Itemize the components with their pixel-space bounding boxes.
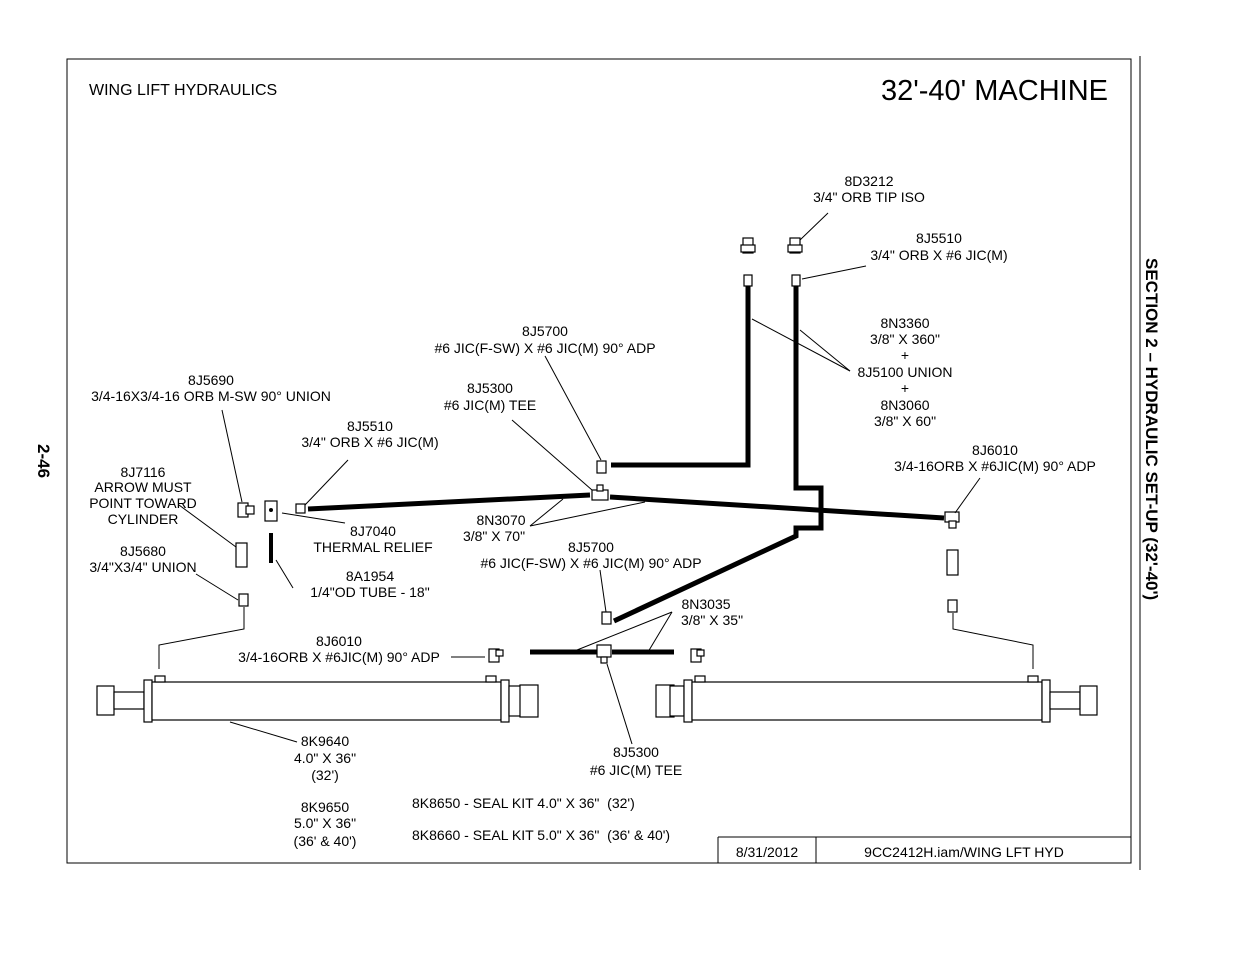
hose-8n3070-right [609,494,945,521]
svg-text:8K9640: 8K9640 [301,733,349,749]
svg-text:8D3212: 8D3212 [844,173,893,189]
elbow-adapter-icon [488,460,960,663]
svg-text:3/4" ORB TIP ISO: 3/4" ORB TIP ISO [813,189,925,205]
svg-text:ARROW MUST: ARROW MUST [94,479,192,495]
svg-text:8J5680: 8J5680 [120,543,166,559]
svg-text:+: + [901,347,909,363]
hose-8n3070-left [307,492,591,512]
label-8j6010-right: 8J6010 3/4-16ORB X #6JIC(M) 90° ADP [894,442,1096,474]
svg-text:8J5510: 8J5510 [347,418,393,434]
svg-text:3/4-16ORB X #6JIC(M) 90° ADP: 3/4-16ORB X #6JIC(M) 90° ADP [894,458,1096,474]
label-8d3212: 8D3212 3/4" ORB TIP ISO [813,173,925,205]
svg-text:8N3035: 8N3035 [681,596,730,612]
svg-text:#6 JIC(F-SW) X #6 JIC(M) 90° A: #6 JIC(F-SW) X #6 JIC(M) 90° ADP [434,340,655,356]
label-8j5680: 8J5680 3/4"X3/4" UNION [89,543,196,575]
svg-text:3/4" ORB X #6 JIC(M): 3/4" ORB X #6 JIC(M) [301,434,438,450]
label-8j7040: 8J7040 THERMAL RELIEF [313,523,432,555]
fittings [235,237,960,664]
svg-text:CYLINDER: CYLINDER [108,511,179,527]
cylinder-right [655,675,1098,723]
svg-text:8J5510: 8J5510 [916,230,962,246]
svg-text:5.0" X 36": 5.0" X 36" [294,815,356,831]
label-8j5510-left: 8J5510 3/4" ORB X #6 JIC(M) [301,418,438,450]
label-8k9650: 8K9650 5.0" X 36" (36' & 40') [294,799,357,849]
svg-text:8A1954: 8A1954 [346,568,394,584]
svg-text:8J7116: 8J7116 [121,464,166,480]
footer-file: 9CC2412H.iam/WING LFT HYD [864,844,1064,860]
label-8k9640: 8K9640 4.0" X 36" (32') [294,733,356,783]
tip-iso-icon [740,237,803,254]
section-label: SECTION 2 – HYDRAULIC SET-UP (32'-40') [1142,258,1161,600]
label-8j5510-top: 8J5510 3/4" ORB X #6 JIC(M) [870,230,1007,263]
svg-text:3/4"X3/4" UNION: 3/4"X3/4" UNION [89,559,196,575]
seal-kit-8k8660: 8K8660 - SEAL KIT 5.0" X 36" (36' & 40') [412,827,670,843]
svg-text:+: + [901,380,909,396]
diagram-title: WING LIFT HYDRAULICS [89,82,277,99]
svg-text:8J5300: 8J5300 [613,744,659,760]
orb-jic-adapter-icon [295,274,801,514]
svg-text:8J5700: 8J5700 [568,539,614,555]
label-8j5700-mid: 8J5700 #6 JIC(F-SW) X #6 JIC(M) 90° ADP [480,539,701,571]
footer-date: 8/31/2012 [736,844,798,860]
hoses [269,286,945,655]
svg-text:8J5100 UNION: 8J5100 UNION [858,364,953,380]
svg-text:8J5690: 8J5690 [188,372,234,388]
svg-text:#6 JIC(F-SW) X #6 JIC(M) 90° A: #6 JIC(F-SW) X #6 JIC(M) 90° ADP [480,555,701,571]
svg-text:#6 JIC(M) TEE: #6 JIC(M) TEE [444,397,536,413]
svg-text:3/4-16X3/4-16 ORB M-SW 90° UNI: 3/4-16X3/4-16 ORB M-SW 90° UNION [91,388,331,404]
svg-text:(32'): (32') [311,767,339,783]
svg-text:3/8" X 60": 3/8" X 60" [874,413,936,429]
union-icon [238,593,958,613]
tee-icon [591,484,612,664]
svg-text:#6 JIC(M) TEE: #6 JIC(M) TEE [590,762,682,778]
label-8j5300-bottom: 8J5300 #6 JIC(M) TEE [590,744,682,778]
svg-text:8J6010: 8J6010 [316,633,362,649]
label-8a1954: 8A1954 1/4"OD TUBE - 18" [310,568,429,600]
svg-text:3/4-16ORB X #6JIC(M) 90° ADP: 3/4-16ORB X #6JIC(M) 90° ADP [238,649,440,665]
svg-text:1/4"OD TUBE - 18": 1/4"OD TUBE - 18" [310,584,429,600]
svg-text:3/8" X 70": 3/8" X 70" [463,528,525,544]
svg-text:4.0" X 36": 4.0" X 36" [294,750,356,766]
machine-title: 32'-40' MACHINE [881,75,1108,107]
label-8n3360: 8N3360 3/8" X 360" + 8J5100 UNION + 8N30… [858,315,953,429]
svg-text:(36' & 40'): (36' & 40') [294,833,357,849]
label-8j5690: 8J5690 3/4-16X3/4-16 ORB M-SW 90° UNION [91,372,331,404]
hose-8n3360-right [612,286,824,624]
svg-text:3/8" X 35": 3/8" X 35" [681,612,743,628]
label-8n3035: 8N3035 3/8" X 35" [681,596,743,628]
page-number: 2-46 [34,444,53,478]
cylinder-left [96,675,539,723]
label-8j7116: 8J7116 ARROW MUST POINT TOWARD CYLINDER [89,464,197,527]
svg-text:8N3360: 8N3360 [880,315,929,331]
thermal-relief-icon [264,500,278,522]
check-valve-icon [235,542,959,576]
hose-8n3360-left [611,286,751,468]
seal-kit-8k8650: 8K8650 - SEAL KIT 4.0" X 36" (32') [412,795,635,811]
svg-text:8J5300: 8J5300 [467,380,513,396]
label-8j6010-left: 8J6010 3/4-16ORB X #6JIC(M) 90° ADP [238,633,440,665]
svg-text:8J6010: 8J6010 [972,442,1018,458]
label-8n3070: 8N3070 3/8" X 70" [463,512,526,544]
svg-text:8N3060: 8N3060 [880,397,929,413]
svg-text:8N3070: 8N3070 [476,512,525,528]
svg-text:8J5700: 8J5700 [522,323,568,339]
svg-text:8J7040: 8J7040 [350,523,396,539]
drawing-border [66,58,1132,864]
label-8j5700-top: 8J5700 #6 JIC(F-SW) X #6 JIC(M) 90° ADP [434,323,655,356]
label-8j5300-top: 8J5300 #6 JIC(M) TEE [444,380,536,413]
svg-text:3/8" X 360": 3/8" X 360" [870,331,940,347]
svg-text:POINT TOWARD: POINT TOWARD [89,495,197,511]
leader-lines [158,212,1034,745]
svg-text:THERMAL RELIEF: THERMAL RELIEF [313,539,432,555]
svg-text:8K9650: 8K9650 [301,799,349,815]
union-90-icon [237,502,255,518]
svg-text:3/4" ORB X #6 JIC(M): 3/4" ORB X #6 JIC(M) [870,247,1007,263]
